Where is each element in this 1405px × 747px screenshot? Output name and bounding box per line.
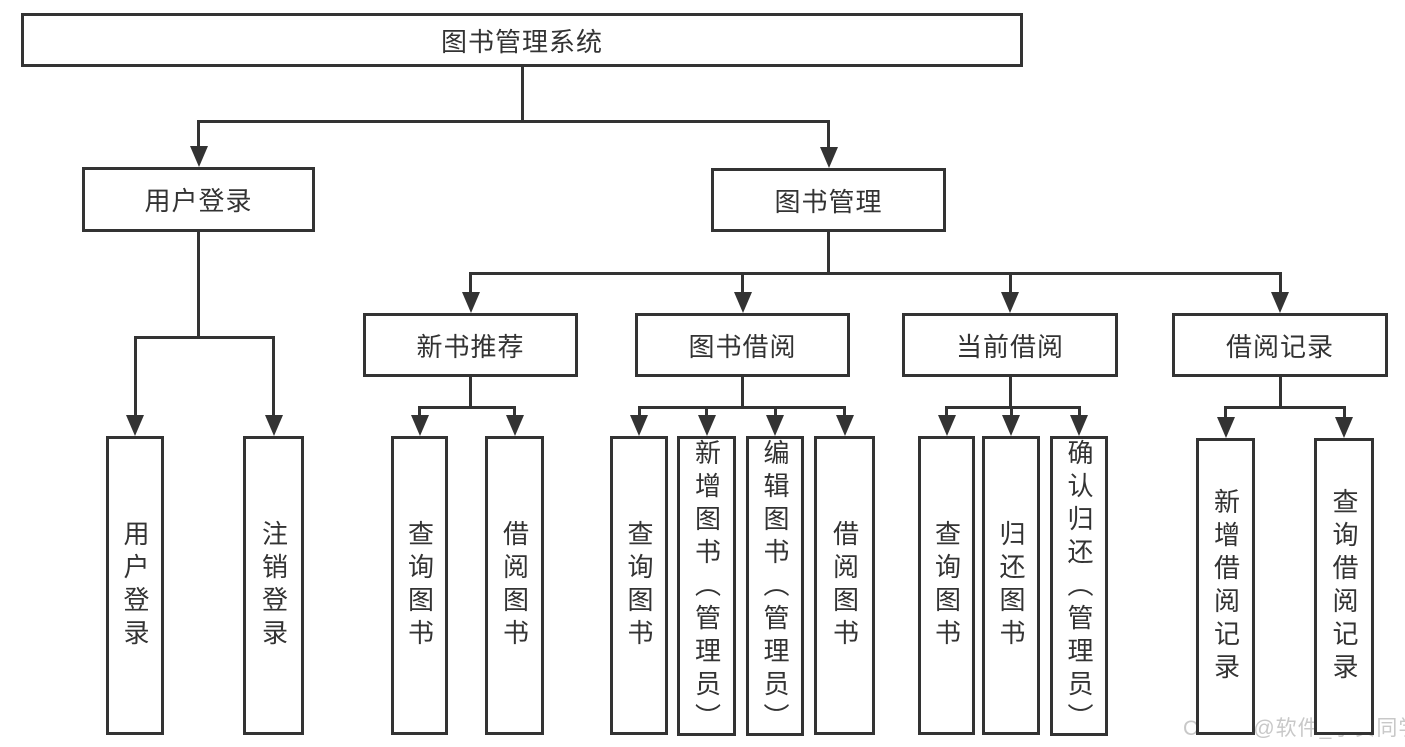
arrow-down-icon — [189, 146, 208, 167]
arrow-down-icon — [630, 415, 648, 436]
edge-stem — [197, 120, 200, 149]
node-label-book-management: 图书管理 — [774, 186, 883, 217]
arrow-down-icon — [1271, 292, 1289, 313]
arrow-down-icon — [264, 415, 283, 436]
arrow-down-icon — [505, 415, 524, 436]
node-label-leaf-add-record: 新增借阅记录 — [1210, 487, 1241, 686]
node-book-management: 图书管理 — [711, 168, 946, 232]
node-label-borrow-records: 借阅记录 — [1225, 331, 1334, 362]
edge-stem — [741, 272, 744, 295]
edge-bar — [469, 272, 1282, 275]
node-leaf-user-login: 用户登录 — [106, 436, 164, 735]
node-label-new-book-recommend: 新书推荐 — [416, 331, 525, 362]
arrow-down-icon — [1002, 415, 1020, 436]
node-leaf-add-record: 新增借阅记录 — [1196, 438, 1255, 735]
node-label-leaf-borrow-book-b: 借阅图书 — [829, 519, 860, 652]
edge-stem — [1077, 406, 1081, 418]
node-label-root: 图书管理系统 — [440, 26, 603, 57]
node-leaf-borrow-book-b: 借阅图书 — [814, 436, 875, 735]
node-label-leaf-query-book-c: 查询图书 — [931, 519, 962, 652]
node-leaf-confirm-return: 确认归还（管理员） — [1050, 436, 1108, 736]
edge-stem — [418, 406, 421, 418]
edge-bar — [945, 406, 1081, 409]
node-label-leaf-return-book: 归还图书 — [996, 519, 1026, 652]
arrow-down-icon — [461, 292, 480, 313]
node-leaf-query-book-a: 查询图书 — [391, 436, 448, 735]
edge-stub — [827, 232, 830, 275]
node-label-leaf-query-record: 查询借阅记录 — [1329, 487, 1359, 686]
edge-stub — [469, 377, 472, 409]
edge-stem — [1342, 406, 1346, 420]
arrow-down-icon — [937, 415, 956, 436]
node-label-leaf-query-book-a: 查询图书 — [404, 519, 435, 652]
edge-stem — [827, 120, 830, 150]
node-leaf-query-book-b: 查询图书 — [610, 436, 668, 735]
node-leaf-add-book-admin: 新增图书（管理员） — [677, 436, 736, 736]
node-leaf-return-book: 归还图书 — [982, 436, 1040, 735]
node-label-leaf-logout: 注销登录 — [258, 519, 289, 652]
node-leaf-logout: 注销登录 — [243, 436, 304, 735]
node-book-borrow: 图书借阅 — [635, 313, 850, 377]
node-label-leaf-query-book-b: 查询图书 — [624, 519, 654, 652]
arrow-down-icon — [819, 147, 838, 168]
node-label-leaf-edit-book-admin: 编辑图书（管理员） — [760, 439, 790, 736]
node-label-leaf-confirm-return: 确认归还（管理员） — [1064, 439, 1094, 736]
arrow-down-icon — [766, 415, 784, 436]
edge-stem — [272, 336, 275, 418]
node-current-borrow: 当前借阅 — [902, 313, 1118, 377]
edge-stub — [520, 67, 524, 123]
node-leaf-borrow-book-a: 借阅图书 — [485, 436, 544, 735]
edge-stem — [1008, 272, 1012, 295]
arrow-down-icon — [835, 415, 854, 436]
node-new-book-recommend: 新书推荐 — [363, 313, 578, 377]
node-label-leaf-add-book-admin: 新增图书（管理员） — [691, 439, 722, 736]
arrow-down-icon — [1070, 415, 1088, 436]
node-leaf-query-record: 查询借阅记录 — [1314, 438, 1374, 735]
arrow-down-icon — [1216, 417, 1235, 438]
node-leaf-query-book-c: 查询图书 — [918, 436, 975, 735]
edge-stem — [1278, 272, 1282, 295]
edge-stub — [197, 232, 200, 339]
edge-stem — [773, 406, 777, 418]
edge-bar — [1224, 406, 1346, 409]
node-root: 图书管理系统 — [21, 13, 1023, 67]
edge-stem — [637, 406, 641, 418]
edge-bar — [637, 406, 846, 409]
edge-bar — [197, 120, 830, 123]
edge-stub — [1278, 377, 1282, 409]
edge-stem — [469, 272, 472, 295]
arrow-down-icon — [733, 292, 752, 313]
edge-stub — [1008, 377, 1012, 409]
edge-bar — [133, 336, 275, 339]
edge-stem — [513, 406, 516, 418]
edge-stem — [945, 406, 948, 418]
node-leaf-edit-book-admin: 编辑图书（管理员） — [746, 436, 804, 736]
arrow-down-icon — [697, 415, 716, 436]
edge-bar — [418, 406, 516, 409]
arrow-down-icon — [1335, 417, 1353, 438]
node-label-user-login: 用户登录 — [144, 186, 253, 216]
arrow-down-icon — [1001, 292, 1019, 313]
node-user-login: 用户登录 — [82, 167, 315, 232]
node-label-leaf-user-login: 用户登录 — [120, 519, 150, 652]
edge-stem — [843, 406, 846, 418]
edge-stem — [705, 406, 708, 418]
arrow-down-icon — [410, 415, 429, 436]
node-label-current-borrow: 当前借阅 — [955, 331, 1064, 362]
arrow-down-icon — [126, 415, 144, 436]
node-label-leaf-borrow-book-a: 借阅图书 — [499, 519, 530, 652]
edge-stem — [133, 336, 137, 418]
edge-stem — [1009, 406, 1013, 418]
edge-stem — [1224, 406, 1227, 420]
edge-stub — [741, 377, 744, 409]
node-borrow-records: 借阅记录 — [1172, 313, 1388, 377]
node-label-book-borrow: 图书借阅 — [688, 331, 797, 362]
